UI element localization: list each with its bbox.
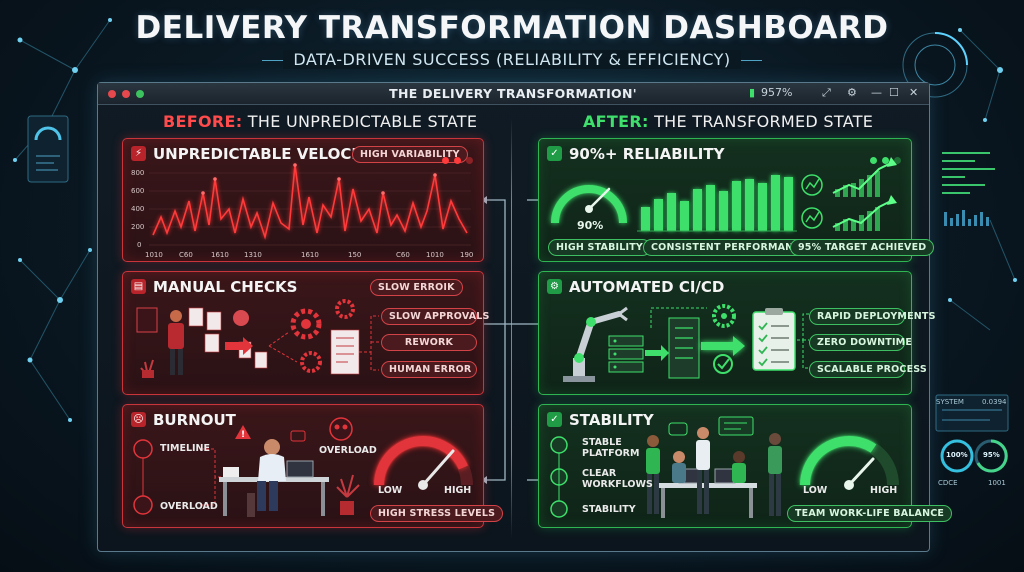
velocity-y-tick: 400 [131, 205, 145, 213]
dashboard-subtitle-wrap: DATA-DRIVEN SUCCESS (RELIABILITY & EFFIC… [262, 50, 762, 70]
unpredictable-velocity-panel: ⚡ UNPREDICTABLE VELOCITY HIGH VARIABILIT… [122, 138, 484, 262]
close-dot-icon[interactable] [108, 90, 116, 98]
work-life-balance-badge: TEAM WORK-LIFE BALANCE [787, 505, 953, 522]
stability-list-label: STABILITY [582, 504, 636, 515]
balance-gauge-low: LOW [803, 485, 828, 496]
side-ring-a-value: 100% [946, 451, 968, 459]
cicd-title: AUTOMATED CI/CD [569, 278, 725, 296]
velocity-x-tick: 1610 [211, 251, 229, 259]
zero-downtime-label: ZERO DOWNTIME [809, 334, 912, 351]
before-heading-rest: THE UNPREDICTABLE STATE [242, 112, 478, 131]
velocity-status-leds [437, 149, 473, 168]
human-error-label: HUMAN ERROR [381, 361, 477, 378]
dashboard-title: DELIVERY TRANSFORMATION DASHBOARD [135, 10, 889, 46]
velocity-x-tick: 1610 [301, 251, 319, 259]
maximize-dot-icon[interactable] [136, 90, 144, 98]
velocity-spike-chart [149, 163, 471, 246]
after-heading: AFTER: THE TRANSFORMED STATE [583, 112, 873, 131]
rapid-deployments-label: RAPID DEPLOYMENTS [809, 308, 935, 325]
velocity-x-tick: 150 [348, 251, 362, 259]
velocity-x-tick: 190 [460, 251, 474, 259]
burnout-panel: ☹ BURNOUT ! TIMELIN [122, 404, 504, 528]
stress-gauge-low: LOW [378, 485, 403, 496]
burnout-icon: ☹ [131, 412, 146, 427]
svg-text:!: ! [241, 430, 245, 440]
window-title: THE DELIVERY TRANSFORMATION' [389, 86, 637, 101]
side-foot-b: 1001 [988, 479, 1006, 487]
side-foot-a: CDCE [938, 479, 958, 487]
zoom-level[interactable]: 957% [761, 86, 793, 99]
expand-icon[interactable]: ⤢ [822, 86, 831, 99]
velocity-y-tick: 0 [137, 241, 142, 249]
automated-cicd-panel: ⚙ AUTOMATED CI/CD [538, 271, 935, 395]
overload-left-label: OVERLOAD [160, 501, 218, 512]
balance-gauge-high: HIGH [870, 485, 898, 496]
reliability-panel: ✓ 90%+ RELIABILITY [538, 138, 935, 262]
timeline-label: TIMELINE [160, 443, 210, 454]
stress-gauge-high: HIGH [444, 485, 472, 496]
reliability-visuals [550, 157, 897, 232]
shield-check-icon: ✓ [547, 146, 562, 161]
overload-right-label: OVERLOAD [319, 445, 377, 456]
stability-illustration [550, 416, 899, 518]
high-stress-badge: HIGH STRESS LEVELS [370, 505, 504, 522]
column-divider [511, 118, 512, 538]
gear-automation-icon: ⚙ [547, 279, 562, 294]
velocity-y-tick: 200 [131, 223, 145, 231]
scalable-process-label: SCALABLE PROCESS [809, 361, 927, 378]
velocity-y-tick: 600 [131, 187, 145, 195]
velocity-x-tick: 1310 [244, 251, 262, 259]
velocity-alert-icon: ⚡ [131, 146, 146, 161]
velocity-x-tick: 1010 [426, 251, 444, 259]
side-ring-b-value: 95% [983, 451, 1000, 459]
maximize-icon[interactable]: ☐ [889, 86, 899, 99]
burnout-illustration: ! [133, 417, 473, 517]
checklist-icon: ▤ [131, 279, 146, 294]
window-titlebar: THE DELIVERY TRANSFORMATION' ▮ 957% ⤢ ⚙ … [98, 83, 929, 105]
reliability-status-leds [865, 149, 901, 168]
close-icon[interactable]: ✕ [909, 86, 919, 99]
velocity-x-tick: C60 [179, 251, 193, 259]
velocity-x-tick: C60 [396, 251, 410, 259]
dashboard-subtitle: DATA-DRIVEN SUCCESS (RELIABILITY & EFFIC… [283, 50, 741, 69]
velocity-x-tick: 1010 [145, 251, 163, 259]
cicd-illustration [563, 304, 809, 382]
high-variability-badge: HIGH VARIABILITY [352, 146, 468, 163]
after-heading-strong: AFTER: [583, 112, 649, 131]
reliability-gauge-value: 90% [577, 219, 604, 232]
manual-checks-title: MANUAL CHECKS [153, 278, 298, 296]
velocity-y-tick: 800 [131, 169, 145, 177]
stability-panel: ✓ STABILITY STABLE PLATFORM [538, 404, 953, 528]
slow-approvals-label: SLOW APPROVALS [381, 308, 489, 325]
velocity-title: UNPREDICTABLE VELOCITY [153, 145, 379, 163]
manual-checks-illustration [136, 299, 379, 378]
side-stat-value: 0.0394 [982, 398, 1007, 406]
clear-workflows-label: CLEAR WORKFLOWS [582, 468, 653, 490]
minimize-icon[interactable]: — [871, 86, 882, 99]
manual-checks-panel: ▤ MANUAL CHECKS SLOW ERROIK [122, 271, 489, 395]
signal-bars-icon: ▮ [749, 86, 756, 99]
slow-error-badge: SLOW ERROIK [370, 279, 463, 296]
stability-title: STABILITY [569, 411, 654, 429]
after-heading-rest: THE TRANSFORMED STATE [648, 112, 874, 131]
minimize-dot-icon[interactable] [122, 90, 130, 98]
target-achieved-badge: 95% TARGET ACHIEVED [790, 239, 935, 256]
before-heading-strong: BEFORE: [163, 112, 243, 131]
rework-label: REWORK [381, 334, 477, 351]
burnout-title: BURNOUT [153, 411, 236, 429]
side-stat-label: SYSTEM [936, 398, 964, 406]
high-stability-badge: HIGH STABILITY [548, 239, 652, 256]
before-heading: BEFORE: THE UNPREDICTABLE STATE [163, 112, 477, 131]
shield-check-icon: ✓ [547, 412, 562, 427]
stable-platform-label: STABLE PLATFORM [582, 437, 640, 459]
gear-icon[interactable]: ⚙ [847, 86, 857, 99]
reliability-title: 90%+ RELIABILITY [569, 145, 725, 163]
